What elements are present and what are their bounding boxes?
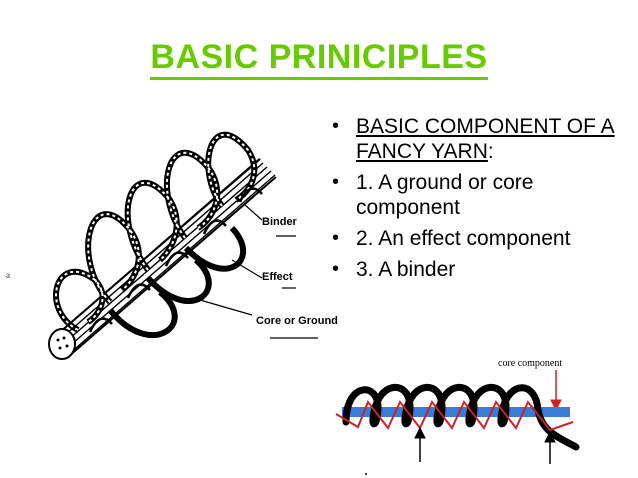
- core-end: [48, 328, 76, 360]
- binder-label: Binder: [262, 216, 298, 228]
- fancy-yarn-diagram: Binder Effect Core or Ground: [48, 131, 338, 360]
- effect-label: Effect: [262, 271, 293, 283]
- stray-mark: a: [6, 270, 10, 280]
- bullet-list: BASIC COMPONENT OF A FANCY YARN: 1. A gr…: [322, 114, 622, 288]
- binder-yarn: [335, 399, 574, 432]
- bullet-item: 3. A binder: [322, 257, 622, 282]
- bullet-item: BASIC COMPONENT OF A FANCY YARN:: [322, 114, 622, 164]
- core-label: Core or Ground: [256, 315, 338, 327]
- core-arrow: [550, 370, 562, 412]
- bullet-item: 2. An effect component: [322, 226, 622, 251]
- slide-title: BASIC PRINICIPLES: [0, 38, 638, 80]
- bullet-heading: BASIC COMPONENT OF A FANCY YARN: [356, 115, 615, 163]
- bullet-heading-suffix: :: [487, 140, 494, 163]
- effect-loops: [53, 131, 258, 338]
- bullet-item: 1. A ground or core component: [322, 170, 622, 220]
- core-band: [342, 407, 570, 417]
- binder-wraps: [88, 187, 263, 333]
- slide-title-text: BASIC PRINICIPLES: [150, 38, 488, 80]
- effect-yarn: [342, 383, 580, 451]
- core-component-label: core component: [498, 358, 562, 369]
- loop-yarn-diagram: core component: [335, 358, 580, 475]
- leader-lines: [199, 204, 318, 339]
